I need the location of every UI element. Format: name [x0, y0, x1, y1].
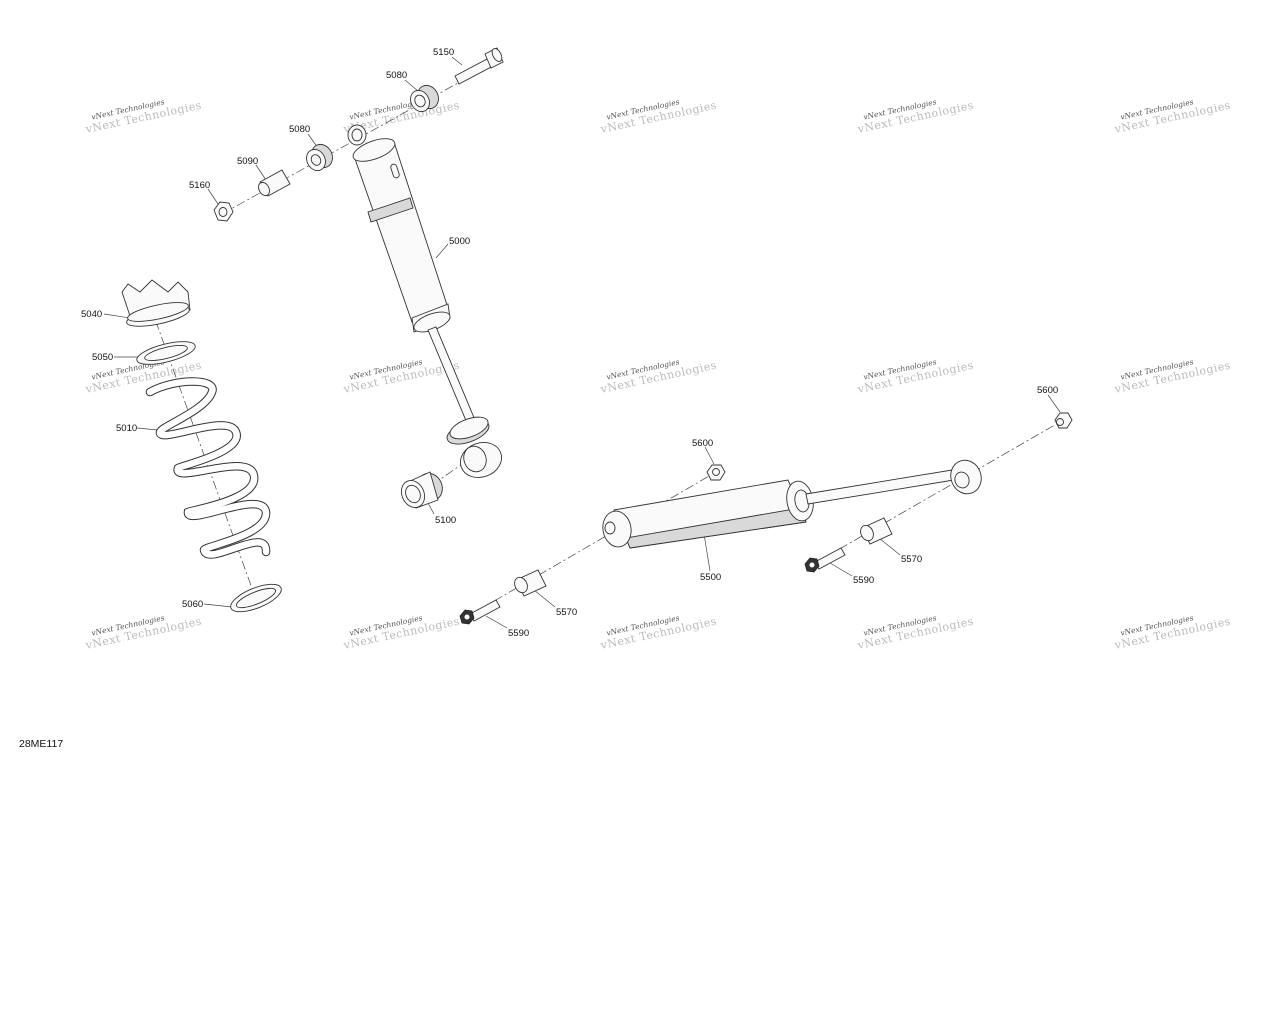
callout-5040: 5040	[81, 309, 102, 320]
callout-5600-right: 5600	[1037, 385, 1058, 396]
shock-absorber-5000	[347, 124, 503, 478]
callout-5050: 5050	[92, 352, 113, 363]
bolt-5150	[454, 47, 504, 85]
callout-5590-right: 5590	[853, 575, 874, 586]
callout-labels: 5150 5080 5080 5090 5160 5000 5040 5050 …	[81, 47, 1058, 639]
callout-5570-right: 5570	[901, 554, 922, 565]
leader-lines	[103, 56, 1061, 629]
callout-5010: 5010	[116, 423, 137, 434]
callout-5090: 5090	[237, 156, 258, 167]
nut-5160	[213, 201, 234, 222]
damper-left-axis	[464, 471, 717, 619]
callout-5500: 5500	[700, 572, 721, 583]
upper-shock-axis	[221, 67, 486, 215]
sleeve-5090	[258, 169, 291, 197]
bushing-5080-lower	[306, 143, 333, 172]
callout-5060: 5060	[182, 599, 203, 610]
callout-5570-left: 5570	[556, 607, 577, 618]
coil-spring-5010	[145, 377, 271, 559]
nut-5600-left	[706, 464, 726, 481]
bolt-5590-left	[459, 599, 501, 625]
callout-5160: 5160	[189, 180, 210, 191]
nut-5600-right	[1054, 412, 1073, 429]
washer-5050	[136, 341, 196, 365]
callout-5590-left: 5590	[508, 628, 529, 639]
callout-5600-left: 5600	[692, 438, 713, 449]
callout-5150: 5150	[433, 47, 454, 58]
damper-right-axis	[809, 421, 1061, 567]
bolt-5590-right	[804, 547, 846, 573]
callout-5080-upper: 5080	[386, 70, 407, 81]
spring-seat-5040	[121, 279, 191, 327]
bushing-5100	[400, 471, 443, 509]
figure-id: 28ME117	[19, 738, 64, 750]
bushing-5080-upper	[410, 84, 439, 113]
callout-5000: 5000	[449, 236, 470, 247]
damper-5500	[602, 459, 982, 549]
ring-5060	[230, 583, 282, 613]
callout-5100: 5100	[435, 515, 456, 526]
spacer-5570-left	[514, 569, 547, 597]
spacer-5570-right	[860, 517, 893, 545]
callout-5080-lower: 5080	[289, 124, 310, 135]
